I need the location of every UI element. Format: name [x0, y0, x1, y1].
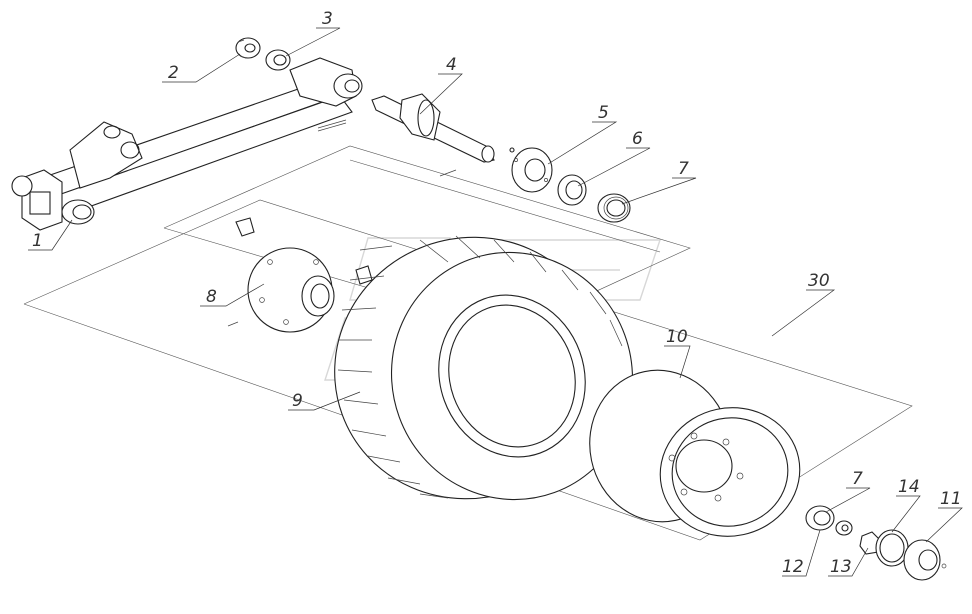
callout-12: 12 [782, 557, 804, 577]
callout-30: 30 [808, 271, 830, 291]
lower-washer [835, 520, 853, 536]
callout-13: 13 [830, 557, 852, 577]
callout-labels: 1 2 3 4 5 6 7 8 9 10 30 7 14 11 12 13 [32, 9, 962, 577]
tyre [334, 235, 634, 501]
callout-10: 10 [666, 327, 688, 347]
callout-9: 9 [292, 391, 303, 411]
tyre-tread [337, 235, 623, 499]
callout-8: 8 [206, 287, 217, 307]
hub-cap [903, 539, 947, 581]
callout-11: 11 [940, 489, 962, 509]
washer [265, 49, 291, 71]
callout-7-lower: 7 [852, 469, 863, 489]
swing-arm [11, 57, 363, 231]
wheel-hub [227, 217, 373, 333]
callout-6: 6 [632, 129, 643, 149]
axle-shaft [371, 93, 495, 177]
callout-4: 4 [446, 55, 457, 75]
leader-lines [28, 27, 963, 577]
gasket [875, 529, 909, 567]
callout-1: 1 [32, 231, 43, 251]
seal-plate [509, 147, 553, 193]
bearing-upper [597, 193, 631, 223]
wheel-rim [589, 369, 801, 537]
callout-2: 2 [168, 63, 179, 83]
callout-3: 3 [322, 9, 333, 29]
callout-5: 5 [598, 103, 609, 123]
callout-7-upper: 7 [678, 159, 689, 179]
callout-14: 14 [898, 477, 920, 497]
bearing-lower [805, 505, 835, 531]
castle-nut [235, 37, 261, 59]
spacer-ring [557, 174, 587, 206]
